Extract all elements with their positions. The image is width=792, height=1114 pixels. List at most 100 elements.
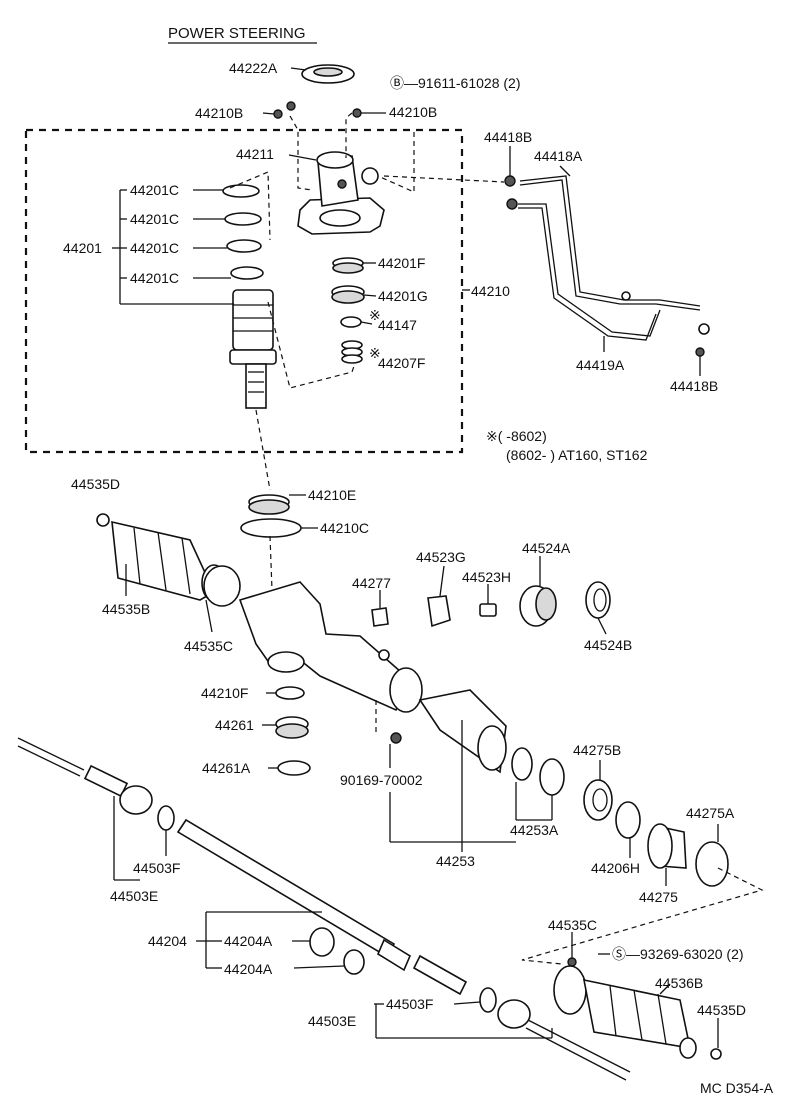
note-line-1: ※( -8602)	[486, 428, 547, 444]
label-44418b-bottom: 44418B	[670, 378, 718, 394]
part-44524b-nut	[585, 581, 611, 619]
note-line-2: (8602- ) AT160, ST162	[506, 447, 648, 463]
label-44535b: 44535B	[102, 601, 150, 617]
label-44523h: 44523H	[462, 569, 511, 585]
label-44210f: 44210F	[201, 685, 248, 701]
part-44207f-spring	[341, 340, 363, 364]
part-44277-guide	[371, 607, 389, 627]
label-44535d-bottom: 44535D	[697, 1002, 746, 1018]
part-44261-seal	[275, 716, 309, 739]
label-44523g: 44523G	[416, 549, 466, 565]
part-44211-valve-housing	[297, 151, 385, 235]
label-44201: 44201	[63, 240, 102, 256]
part-44210f-bushing	[275, 686, 305, 700]
label-44419a: 44419A	[576, 357, 625, 373]
part-44253-cylinder-tube	[418, 689, 533, 781]
part-44535c-band	[203, 565, 241, 607]
part-44204a-bushing-2	[343, 949, 365, 975]
label-93269-63020: Ⓢ—93269-63020 (2)	[612, 946, 744, 962]
label-44210e: 44210E	[308, 487, 356, 503]
part-44253a-seal	[539, 758, 565, 796]
label-44503f-bottom: 44503F	[386, 996, 433, 1012]
label-44503e-top: 44503E	[110, 888, 158, 904]
label-44204a-2: 44204A	[224, 961, 273, 977]
part-44535c-band-right	[553, 957, 587, 1015]
part-44222a-oil-seal	[301, 64, 355, 84]
part-44418a-pressure-tube	[504, 175, 710, 341]
label-44277: 44277	[352, 575, 391, 591]
label-44206h: 44206H	[591, 860, 640, 876]
label-44210: 44210	[471, 283, 510, 299]
label-44253a: 44253A	[510, 822, 559, 838]
leader-lines	[112, 67, 719, 1048]
label-44275: 44275	[639, 889, 678, 905]
label-44201f: 44201F	[378, 255, 425, 271]
label-44535c-bottom: 44535C	[548, 917, 597, 933]
label-44204a-1: 44204A	[224, 933, 273, 949]
label-44211: 44211	[236, 146, 274, 162]
asterisk-mark-2: ※	[369, 345, 381, 361]
part-44503f-washer-left	[157, 805, 175, 831]
valve-assembly-box	[24, 128, 464, 454]
label-44201g: 44201G	[378, 288, 428, 304]
part-44210b-bolt-right	[352, 108, 362, 118]
label-91611-61028: Ⓑ—91611-61028 (2)	[390, 75, 520, 91]
label-44535c-top: 44535C	[184, 638, 233, 654]
label-44253: 44253	[436, 853, 475, 869]
part-44210b-bolt-left	[273, 101, 296, 119]
guide-dashed-lines	[229, 112, 764, 965]
part-44275-end-stopper	[647, 823, 687, 869]
part-44201-control-valve	[222, 184, 277, 409]
label-44210b-left: 44210B	[195, 105, 243, 121]
part-44503e-tie-rod-end-left	[17, 737, 153, 815]
label-44201c-4: 44201C	[130, 270, 179, 286]
label-44201c-3: 44201C	[130, 240, 179, 256]
part-44210e-bearing	[248, 494, 290, 515]
part-44503f-washer-right	[479, 987, 497, 1013]
part-44503e-tie-rod-end-right	[497, 999, 631, 1081]
part-44206h-seal	[615, 801, 641, 839]
part-44253-gear-housing	[238, 581, 423, 713]
label-44147: 44147	[378, 317, 417, 333]
label-44524b: 44524B	[584, 637, 632, 653]
label-44524a: 44524A	[522, 540, 571, 556]
label-44261: 44261	[215, 717, 254, 733]
label-44210b-right: 44210B	[389, 104, 437, 120]
label-44418a: 44418A	[534, 148, 583, 164]
part-44535d-clip-right	[710, 1048, 722, 1060]
part-44210c-o-ring	[240, 518, 302, 538]
part-44275a-snap-ring	[695, 841, 729, 887]
diagram-code: MC D354-A	[700, 1080, 774, 1096]
part-44201f-bearing	[332, 257, 364, 274]
part-44204-rack	[176, 818, 468, 996]
label-90169-70002: 90169-70002	[340, 772, 423, 788]
part-90169-70002-plug	[390, 732, 402, 744]
label-44418b-top: 44418B	[484, 129, 532, 145]
label-44201c-1: 44201C	[130, 182, 179, 198]
part-44201g-bearing	[331, 285, 365, 304]
label-44275a: 44275A	[686, 805, 735, 821]
part-44535d-clip	[96, 513, 110, 527]
asterisk-mark-1: ※	[369, 307, 381, 323]
label-44536b: 44536B	[655, 975, 703, 991]
label-44275b: 44275B	[573, 742, 621, 758]
part-44523g-yoke	[427, 595, 451, 628]
label-44503e-bottom: 44503E	[308, 1013, 356, 1029]
label-44503f-top: 44503F	[133, 860, 180, 876]
part-44204a-bushing-1	[309, 927, 335, 957]
part-44523h-spring	[479, 603, 497, 617]
part-44275b-seal	[583, 779, 613, 821]
part-44536b-boot-right	[582, 978, 697, 1059]
label-44222a: 44222A	[229, 60, 278, 76]
label-44261a: 44261A	[202, 760, 251, 776]
part-44261a-seal	[277, 760, 311, 776]
part-44524a-plug	[519, 585, 557, 627]
label-44204: 44204	[148, 933, 187, 949]
label-44207f: 44207F	[378, 355, 425, 371]
label-44535d-top: 44535D	[71, 476, 120, 492]
part-44147-seat	[340, 316, 362, 328]
part-44418b-union-bolt	[695, 347, 705, 357]
label-44210c: 44210C	[320, 520, 369, 536]
